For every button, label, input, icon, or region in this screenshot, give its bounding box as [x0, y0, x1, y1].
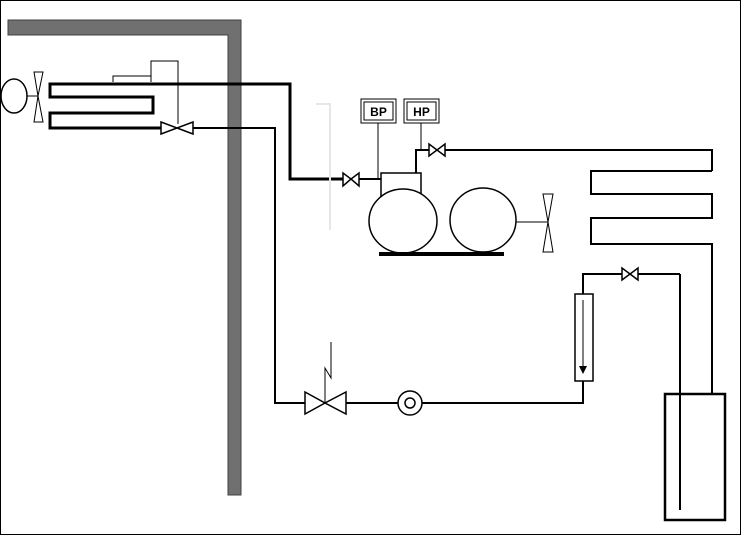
- discharge-line-riser: [415, 149, 429, 173]
- condenser-fan: [516, 193, 554, 253]
- condenser-fan-blades: [542, 193, 554, 253]
- discharge-line: [445, 149, 713, 171]
- liquid-line-return: [422, 381, 584, 404]
- evaporator-fan-blades: [33, 71, 44, 123]
- liquid-line-valve: [621, 266, 639, 282]
- high-pressure-gauge: HP: [403, 98, 440, 150]
- evaporator-coil: [48, 82, 178, 130]
- solenoid-coil-symbol: [324, 342, 332, 403]
- suction-line: [178, 82, 343, 181]
- liquid-line-to-expansion-valve: [193, 127, 305, 404]
- liquid-receiver: [663, 274, 727, 522]
- faint-trace: [316, 103, 331, 230]
- evaporator-fan: [0, 71, 44, 123]
- receiver-shell: [663, 392, 727, 522]
- solenoid-valve: [304, 342, 347, 416]
- cold-room-wall: [7, 19, 242, 496]
- filter-drier: [574, 293, 594, 382]
- evaporator-fan-motor: [0, 78, 28, 114]
- high-pressure-gauge-label: HP: [413, 105, 430, 119]
- suction-service-valve: [342, 171, 360, 188]
- condenser-coil: [590, 170, 713, 398]
- filter-drier-arrow-head: [579, 366, 587, 374]
- low-pressure-gauge-label: BP: [370, 105, 387, 119]
- sight-glass: [397, 390, 423, 416]
- compressor-body: [368, 188, 438, 254]
- thermostatic-bulb: [112, 60, 179, 124]
- liquid-line-to-sightglass: [582, 273, 622, 294]
- discharge-service-valve: [428, 142, 446, 158]
- expansion-valve: [160, 120, 194, 136]
- compressor-motor: [449, 187, 517, 253]
- compressor: [368, 172, 438, 254]
- low-pressure-gauge: BP: [360, 98, 397, 179]
